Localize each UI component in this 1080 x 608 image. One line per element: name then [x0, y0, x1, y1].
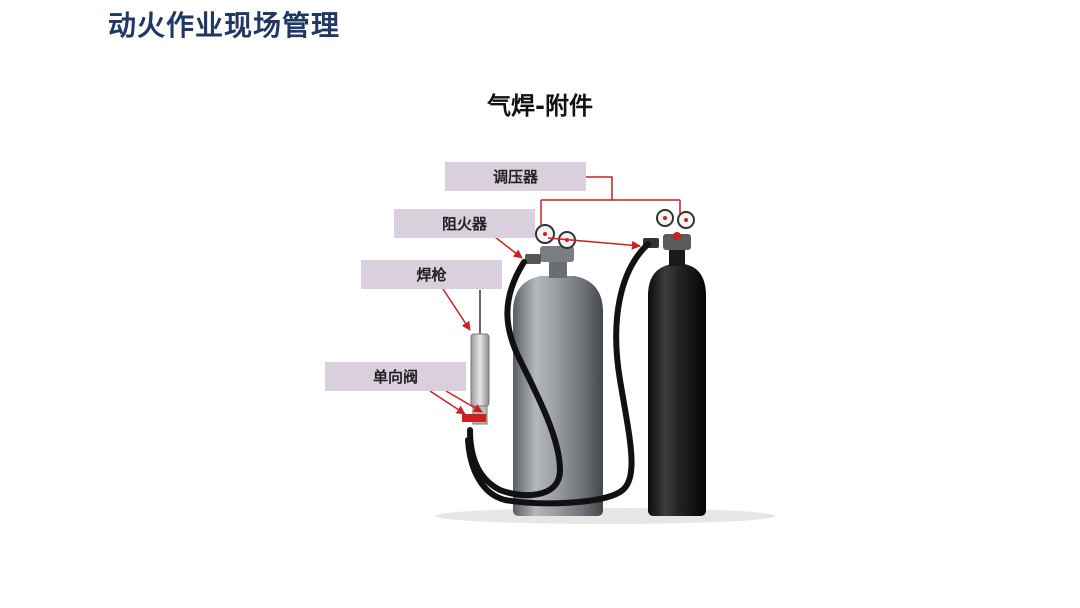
oxygen-cylinder: [513, 262, 603, 516]
label-check-valve: 单向阀: [325, 362, 466, 391]
flashback-arrestor: [525, 254, 541, 264]
label-welding-torch: 焊枪: [361, 260, 502, 289]
label-flashback-arrestor: 阻火器: [394, 209, 535, 238]
oxygen-regulator: [535, 224, 576, 262]
acetylene-regulator: [656, 209, 695, 250]
label-pointers: [429, 176, 681, 415]
diagram-subtitle: 气焊-附件: [487, 92, 593, 120]
slide-title: 动火作业现场管理: [108, 9, 341, 42]
check-valve: [462, 414, 486, 422]
acetylene-cylinder: [648, 248, 706, 516]
label-regulator: 调压器: [445, 162, 586, 191]
welding-torch: [470, 290, 490, 425]
gas-hoses: [465, 241, 651, 507]
